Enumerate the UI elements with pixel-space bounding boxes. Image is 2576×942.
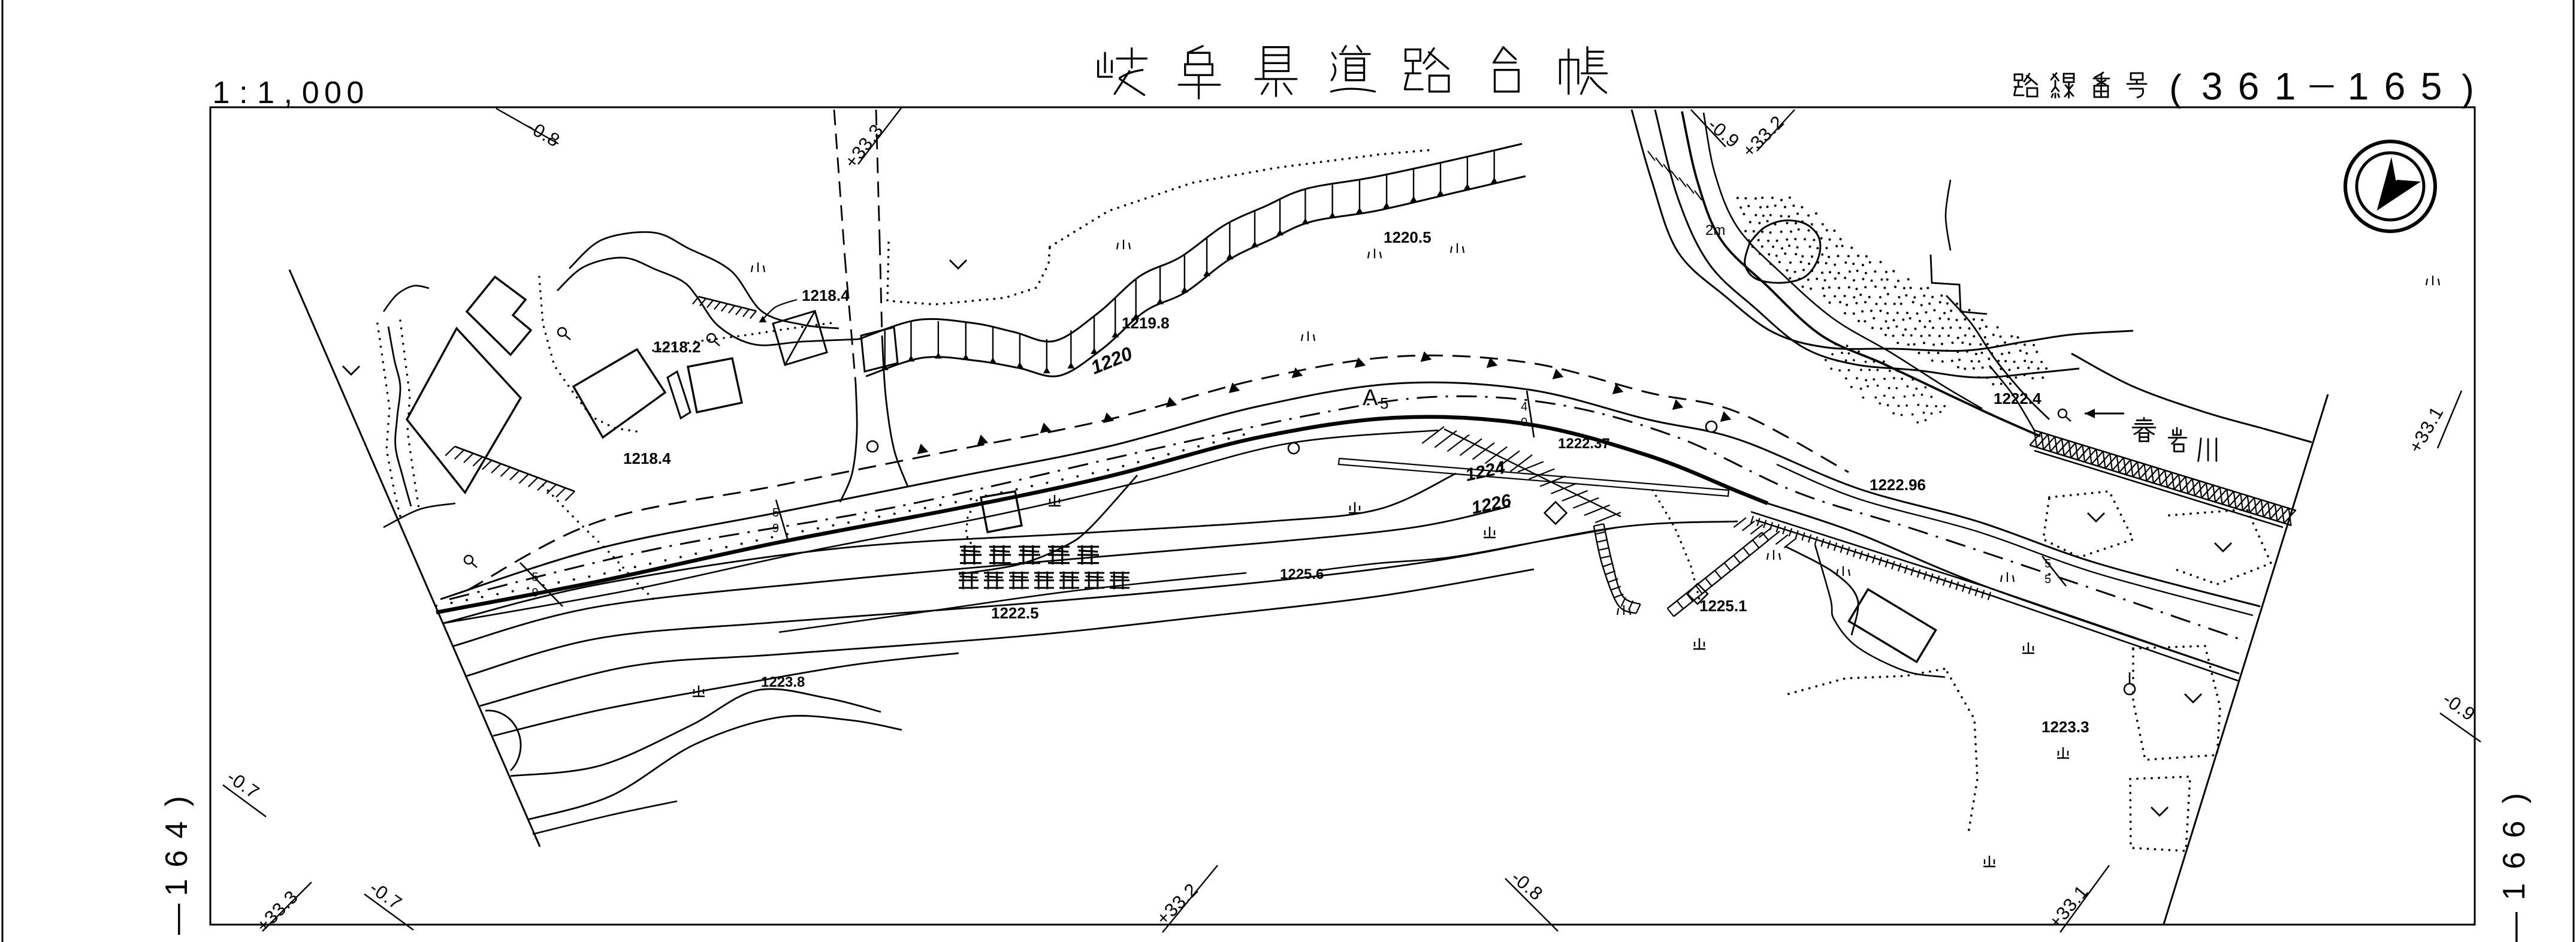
svg-text:1222.5: 1222.5	[991, 604, 1039, 622]
svg-text:2m: 2m	[1705, 222, 1725, 238]
svg-text::: :	[239, 76, 247, 110]
svg-text:0: 0	[302, 76, 319, 110]
svg-text:4: 4	[1521, 400, 1527, 413]
svg-text:6: 6	[2238, 65, 2260, 108]
svg-text:6: 6	[2384, 65, 2406, 108]
svg-text:): )	[2497, 793, 2532, 803]
svg-text:3: 3	[2201, 65, 2223, 108]
svg-text:1223.3: 1223.3	[2042, 718, 2089, 736]
svg-text:,: ,	[284, 76, 292, 110]
svg-text:0: 0	[346, 76, 364, 110]
svg-text:5: 5	[1380, 394, 1388, 412]
svg-text:1: 1	[257, 76, 274, 110]
svg-text:—: —	[159, 904, 194, 935]
svg-text:(: (	[2169, 68, 2182, 109]
svg-text:1: 1	[213, 76, 230, 110]
svg-text:4: 4	[159, 822, 194, 839]
svg-text:1225.6: 1225.6	[1280, 566, 1324, 582]
svg-text:1218.2: 1218.2	[653, 338, 701, 356]
svg-text:A: A	[1363, 385, 1378, 410]
svg-text:1: 1	[2275, 65, 2296, 108]
svg-text:5: 5	[2045, 557, 2051, 570]
svg-text:0: 0	[324, 76, 342, 110]
svg-text:0: 0	[1521, 416, 1527, 429]
svg-text:): )	[2462, 68, 2474, 109]
svg-text:5: 5	[532, 571, 539, 584]
svg-text:1220.5: 1220.5	[1384, 228, 1432, 246]
svg-text:5: 5	[772, 506, 779, 520]
svg-text:1: 1	[2497, 883, 2532, 901]
svg-text:1225.1: 1225.1	[1699, 597, 1747, 615]
svg-text:5: 5	[2045, 573, 2051, 586]
svg-text:9: 9	[532, 587, 539, 600]
svg-text:1223.8: 1223.8	[761, 674, 805, 690]
svg-text:1: 1	[2348, 65, 2369, 108]
svg-text:1222.96: 1222.96	[1870, 476, 1926, 494]
svg-text:6: 6	[2497, 852, 2532, 869]
svg-text:9: 9	[772, 522, 779, 535]
svg-text:1222.37: 1222.37	[1558, 436, 1610, 452]
svg-text:5: 5	[2421, 65, 2442, 108]
svg-text:): )	[159, 796, 194, 806]
svg-text:6: 6	[159, 850, 194, 868]
svg-text:1: 1	[159, 879, 194, 896]
svg-text:1218.4: 1218.4	[802, 286, 850, 304]
svg-text:1222.4: 1222.4	[1994, 390, 2042, 407]
svg-text:1219.8: 1219.8	[1122, 314, 1170, 332]
svg-text:1218.4: 1218.4	[623, 449, 671, 467]
svg-text:6: 6	[2497, 821, 2532, 838]
svg-text:—: —	[2497, 912, 2532, 942]
